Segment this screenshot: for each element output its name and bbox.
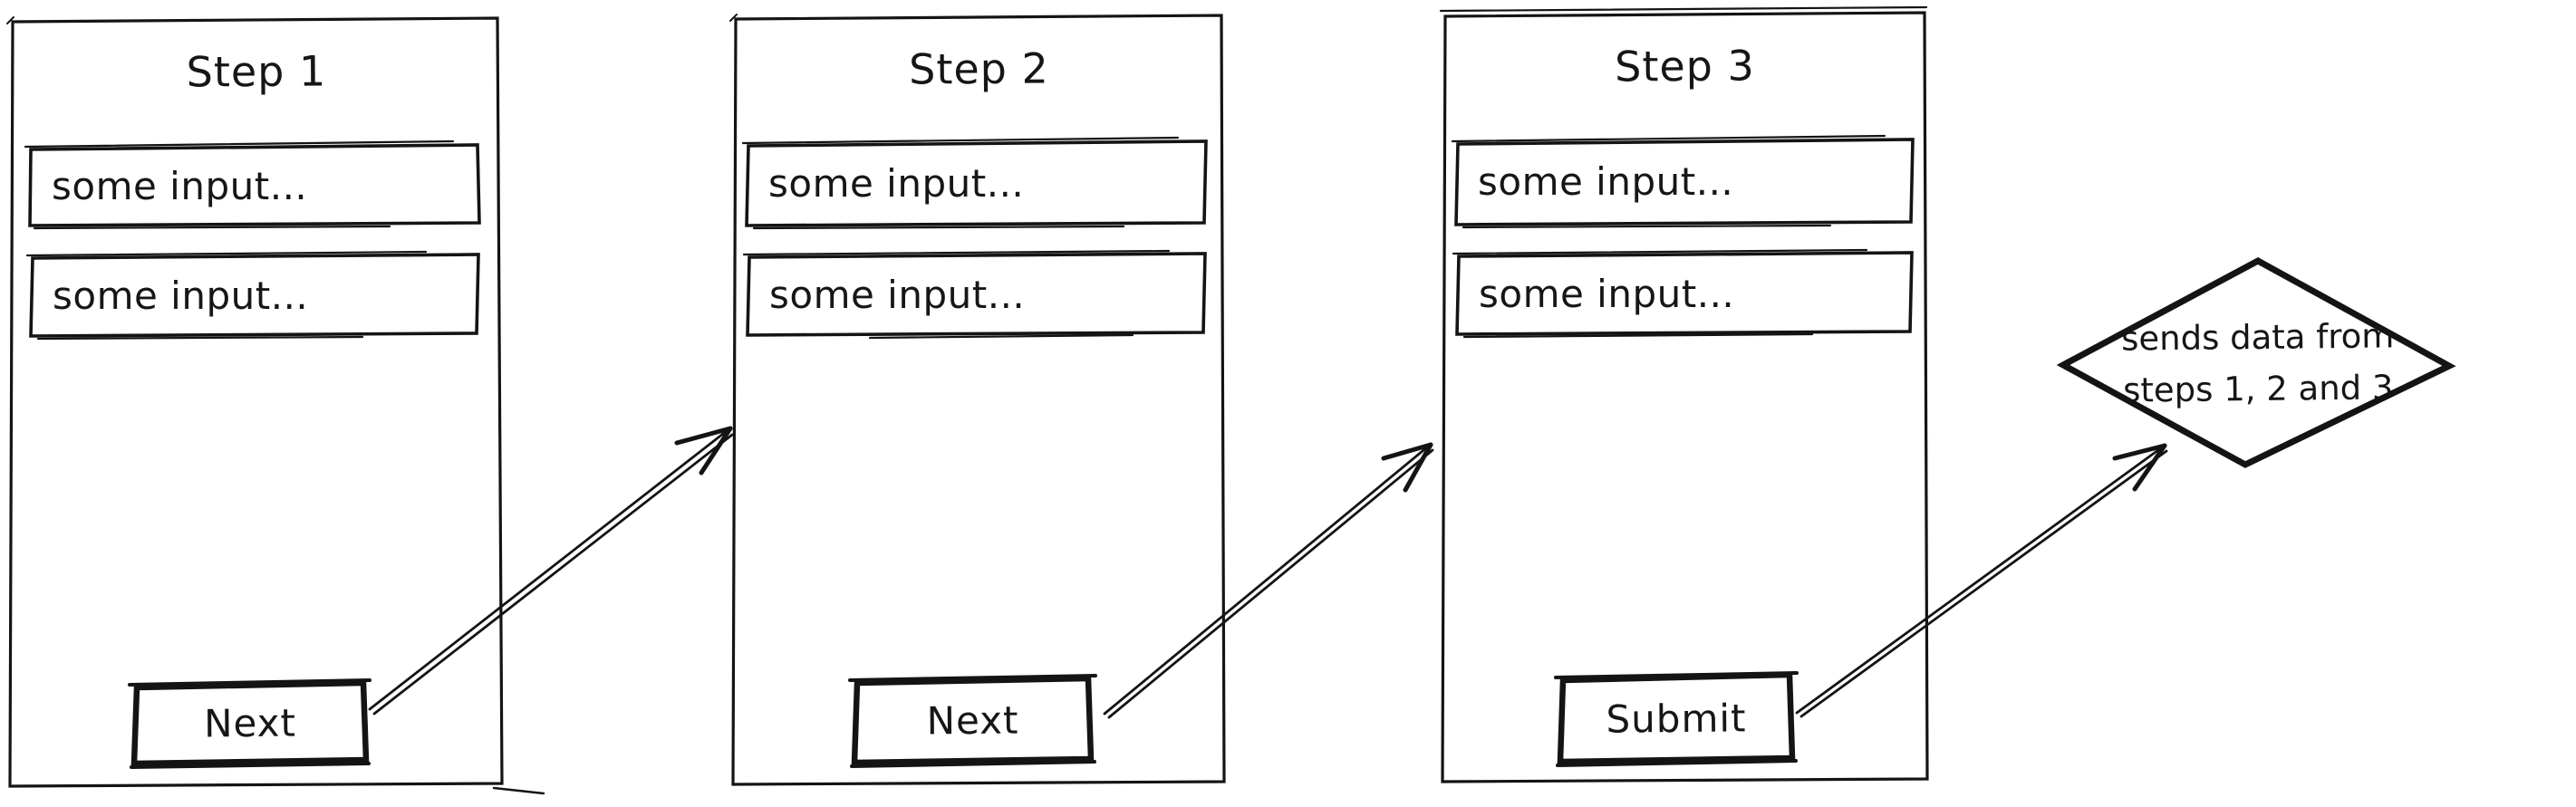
step3-submit-button-label: Submit xyxy=(1606,695,1747,742)
step1-input-2[interactable]: some input... xyxy=(31,255,478,336)
step2-input-strokes xyxy=(741,136,1208,340)
step1-next-button[interactable]: Next xyxy=(134,682,367,764)
diamond-label-line2: steps 1, 2 and 3 xyxy=(2122,368,2394,410)
step3-submit-button-stroke xyxy=(1554,671,1799,767)
step2-panel: Step 2 some input... some input... Next xyxy=(734,15,1224,784)
step1-input-2-placeholder: some input... xyxy=(53,273,309,318)
step3-input-2-placeholder: some input... xyxy=(1479,271,1735,316)
step2-title: Step 2 xyxy=(908,43,1049,94)
step2-next-button[interactable]: Next xyxy=(854,677,1092,764)
step3-panel-outline xyxy=(1439,5,1929,783)
step1-panel: Step 1 some input... some input... Next xyxy=(11,18,502,786)
step3-input-1-placeholder: some input... xyxy=(1478,159,1734,204)
step3-input-strokes xyxy=(1451,134,1915,339)
step1-panel-outline xyxy=(6,16,545,795)
step1-input-strokes xyxy=(24,139,481,341)
step2-input-2-placeholder: some input... xyxy=(769,272,1026,317)
step2-input-1[interactable]: some input... xyxy=(747,141,1206,225)
diamond-sends-data: sends data from steps 1, 2 and 3 xyxy=(2083,310,2432,417)
step2-input-2[interactable]: some input... xyxy=(748,254,1205,335)
step2-panel-outline xyxy=(729,14,1226,786)
step3-submit-button[interactable]: Submit xyxy=(1560,674,1793,763)
step1-next-button-label: Next xyxy=(203,700,297,746)
step1-title: Step 1 xyxy=(186,46,327,97)
step3-input-2[interactable]: some input... xyxy=(1457,253,1912,334)
arrow-step1-to-step2 xyxy=(368,426,734,716)
step3-panel: Step 3 some input... some input... Submi… xyxy=(1442,13,1927,782)
step1-input-1-placeholder: some input... xyxy=(52,163,308,208)
step3-title: Step 3 xyxy=(1614,41,1755,91)
arrow-step3-to-diamond xyxy=(1795,443,2168,718)
step1-next-button-stroke xyxy=(128,678,371,769)
step2-next-button-stroke xyxy=(848,674,1097,768)
arrow-step2-to-step3 xyxy=(1103,442,1434,719)
diamond-label-line1: sends data from xyxy=(2120,316,2395,359)
diamond-outline xyxy=(2056,257,2456,468)
step1-input-1[interactable]: some input... xyxy=(30,147,479,225)
step2-next-button-label: Next xyxy=(926,697,1019,744)
step3-input-1[interactable]: some input... xyxy=(1456,139,1913,224)
step2-input-1-placeholder: some input... xyxy=(768,160,1025,206)
